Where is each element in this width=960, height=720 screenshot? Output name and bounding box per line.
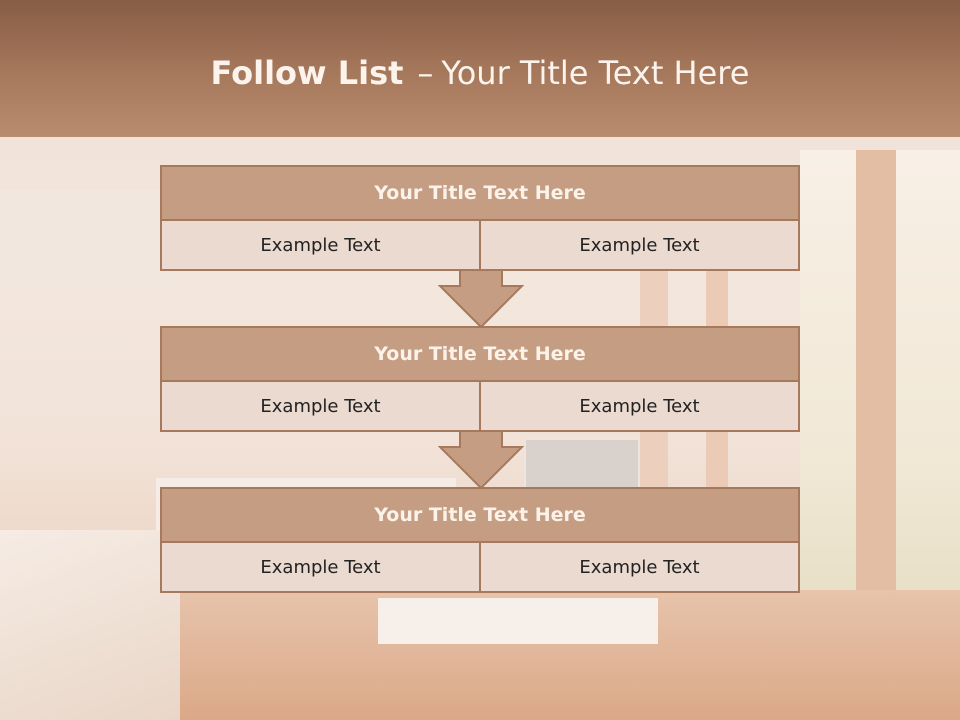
background-stair bbox=[0, 530, 180, 720]
title-band bbox=[0, 0, 960, 137]
down-arrow-icon bbox=[438, 270, 524, 328]
slide-title: Follow List–Your Title Text Here bbox=[0, 54, 960, 92]
slide-title-rest: Your Title Text Here bbox=[441, 54, 750, 92]
step-block-2: Your Title Text Here Example Text Exampl… bbox=[160, 326, 800, 432]
step-title: Your Title Text Here bbox=[160, 326, 800, 382]
slide-title-dash: – bbox=[417, 54, 434, 92]
step-block-1: Your Title Text Here Example Text Exampl… bbox=[160, 165, 800, 271]
slide-title-bold: Follow List bbox=[210, 54, 404, 92]
step-text-left: Example Text bbox=[160, 382, 481, 432]
down-arrow-icon bbox=[438, 431, 524, 489]
step-row: Example Text Example Text bbox=[160, 221, 800, 271]
step-text-left: Example Text bbox=[160, 543, 481, 593]
step-text-right: Example Text bbox=[481, 221, 800, 271]
step-row: Example Text Example Text bbox=[160, 543, 800, 593]
step-title: Your Title Text Here bbox=[160, 165, 800, 221]
step-text-right: Example Text bbox=[481, 382, 800, 432]
step-text-right: Example Text bbox=[481, 543, 800, 593]
background-rug bbox=[378, 598, 658, 644]
step-row: Example Text Example Text bbox=[160, 382, 800, 432]
step-block-3: Your Title Text Here Example Text Exampl… bbox=[160, 487, 800, 593]
step-title: Your Title Text Here bbox=[160, 487, 800, 543]
step-text-left: Example Text bbox=[160, 221, 481, 271]
background-shelf bbox=[0, 190, 170, 290]
